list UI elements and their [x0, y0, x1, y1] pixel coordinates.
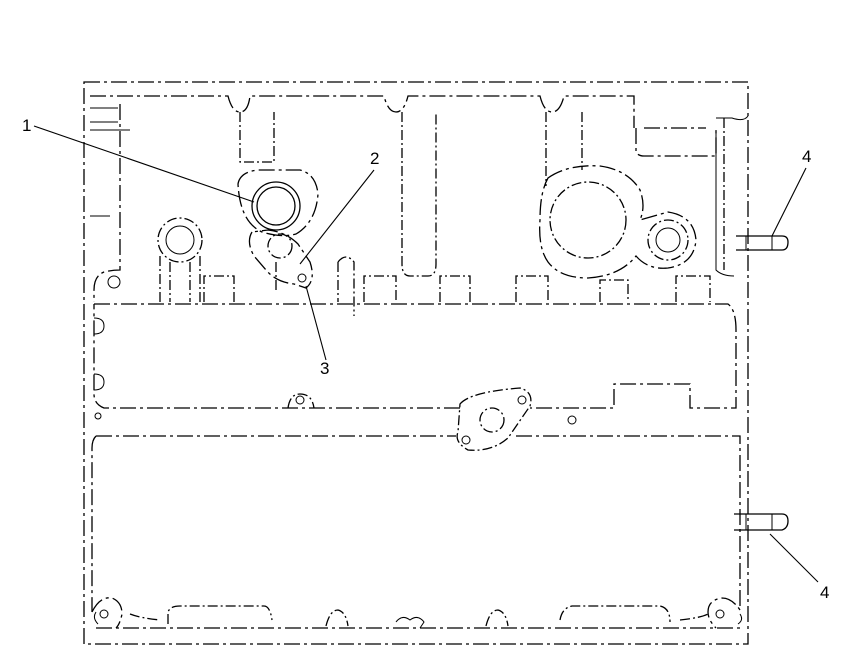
callout-1: 1	[22, 116, 31, 135]
rib-upper-left	[239, 112, 275, 163]
upper-casting-outline	[90, 95, 635, 128]
rib-center	[401, 112, 437, 277]
stud-top	[736, 235, 789, 251]
leader-3	[305, 285, 327, 361]
upper-right-boss	[635, 127, 717, 157]
center-plate	[456, 387, 532, 451]
rib-right	[545, 112, 583, 186]
part-1-boss	[237, 169, 319, 237]
lower-pan	[91, 435, 741, 629]
leader-2	[299, 169, 375, 265]
part-1-bore-inner	[256, 186, 296, 226]
right-bore-boss	[539, 165, 697, 279]
leader-4-bottom	[769, 533, 819, 583]
mid-deck-band	[93, 303, 737, 409]
outer-boundary	[83, 81, 749, 645]
left-wall	[93, 104, 121, 302]
callout-4-top: 4	[802, 147, 811, 166]
leader-4-top	[771, 167, 807, 237]
part-1-bore-outer	[251, 181, 301, 231]
part-2-cover	[248, 229, 313, 289]
right-bore	[549, 181, 627, 259]
callout-3: 3	[320, 359, 329, 378]
callout-2: 2	[370, 149, 379, 168]
stud-bottom	[734, 513, 789, 531]
leader-1	[33, 125, 255, 203]
callout-4-bottom: 4	[820, 583, 829, 602]
